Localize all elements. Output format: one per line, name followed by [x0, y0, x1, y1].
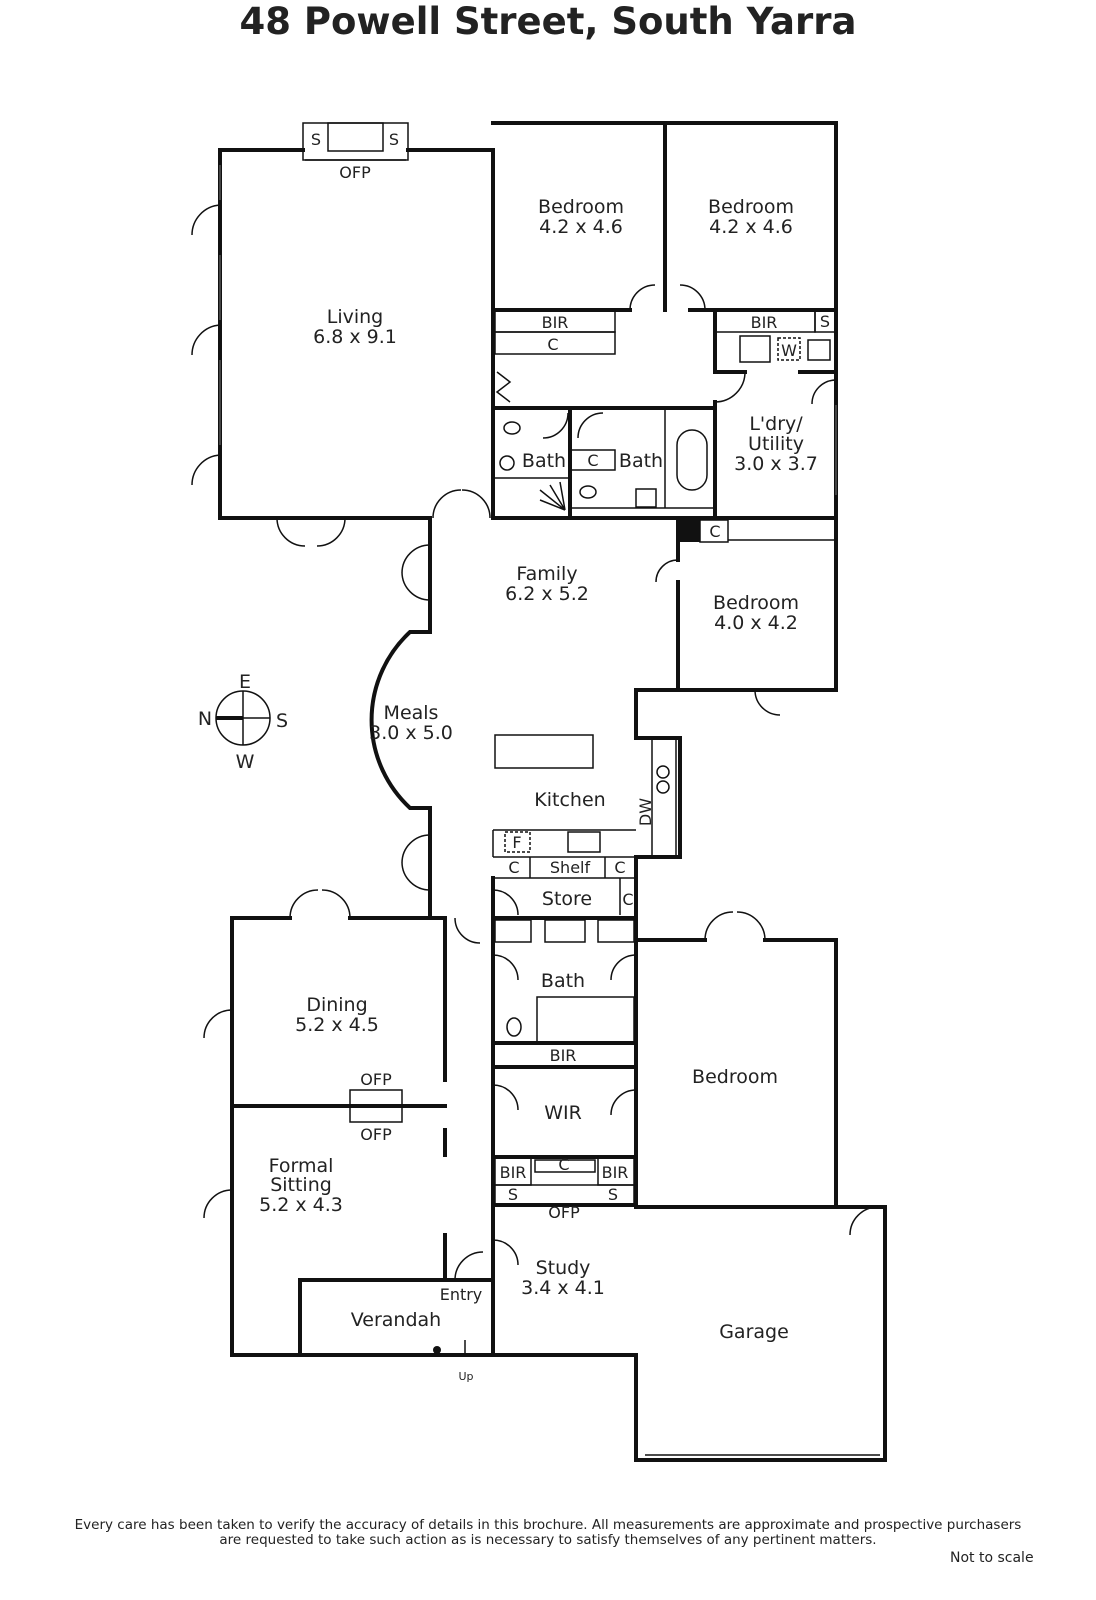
- bir-label: BIR: [751, 313, 778, 332]
- walls-bedroom-garage: [634, 911, 887, 1462]
- scale-note: Not to scale: [950, 1550, 1034, 1566]
- bir-label: BIR: [542, 313, 569, 332]
- store-label: Store: [542, 888, 592, 910]
- up-label: Up: [458, 1370, 473, 1383]
- cupboard-label: C: [558, 1155, 569, 1174]
- compass-e: E: [239, 671, 251, 693]
- cupboard-label: C: [587, 451, 598, 470]
- compass: N E S W: [198, 671, 288, 773]
- formal-label: Formal: [269, 1155, 334, 1177]
- walls-family-kitchen: [369, 516, 838, 942]
- storage-label: S: [389, 130, 399, 149]
- bath2-label: Bath: [619, 450, 663, 472]
- room-labels: Living 6.8 x 9.1 Bedroom 4.2 x 4.6 Bedro…: [259, 196, 818, 1343]
- fireplace-label: OFP: [360, 1125, 392, 1144]
- bath3-label: Bath: [541, 970, 585, 992]
- shelf-label: Shelf: [550, 858, 591, 877]
- bedroom1-size: 4.2 x 4.6: [539, 216, 623, 238]
- laundry-label-2: Utility: [748, 433, 804, 455]
- bedroom2-label: Bedroom: [708, 196, 794, 218]
- bir-label: BIR: [602, 1163, 629, 1182]
- bir-label: BIR: [500, 1163, 527, 1182]
- walls-dining-formal: [203, 889, 492, 1357]
- entry-label: Entry: [440, 1285, 483, 1304]
- cupboard-label: C: [508, 858, 519, 877]
- fireplace-label: OFP: [339, 163, 371, 182]
- disclaimer-line-2: are requested to take such action as is …: [219, 1532, 877, 1548]
- meals-size: 3.0 x 5.0: [369, 722, 453, 744]
- walls-bedrooms: [491, 121, 838, 692]
- wir-label: WIR: [544, 1102, 582, 1124]
- cupboard-label: C: [709, 522, 720, 541]
- cupboard-label: C: [622, 890, 633, 909]
- fixture-labels: S S OFP BIR C BIR S W C C F DW C Shelf C…: [311, 130, 830, 1383]
- garage-label: Garage: [719, 1321, 789, 1343]
- cupboard-label: C: [614, 858, 625, 877]
- property-title: 48 Powell Street, South Yarra: [239, 0, 857, 43]
- compass-s: S: [276, 710, 288, 732]
- bedroom3-label: Bedroom: [713, 592, 799, 614]
- fireplace-label: OFP: [360, 1070, 392, 1089]
- storage-label: S: [608, 1185, 618, 1204]
- compass-n: N: [198, 708, 212, 730]
- walls-baths: [491, 371, 837, 520]
- living-size: 6.8 x 9.1: [313, 326, 397, 348]
- disclaimer: Every care has been taken to verify the …: [0, 1518, 1096, 1548]
- fireplace-label: OFP: [548, 1203, 580, 1222]
- study-label: Study: [536, 1257, 591, 1279]
- family-label: Family: [516, 563, 577, 585]
- verandah-label: Verandah: [351, 1309, 441, 1331]
- bir-label: BIR: [550, 1046, 577, 1065]
- bedroom2-size: 4.2 x 4.6: [709, 216, 793, 238]
- laundry-label: L'dry/: [749, 413, 803, 435]
- walls-center: [491, 916, 638, 1462]
- bedroom3-size: 4.0 x 4.2: [714, 612, 798, 634]
- living-label: Living: [327, 306, 384, 328]
- study-size: 3.4 x 4.1: [521, 1277, 605, 1299]
- storage-label: S: [311, 130, 321, 149]
- dining-size: 5.2 x 4.5: [295, 1014, 379, 1036]
- laundry-size: 3.0 x 3.7: [734, 453, 818, 475]
- family-size: 6.2 x 5.2: [505, 583, 589, 605]
- compass-w: W: [236, 751, 255, 773]
- bedroom1-label: Bedroom: [538, 196, 624, 218]
- dining-label: Dining: [306, 994, 367, 1016]
- storage-label: S: [508, 1185, 518, 1204]
- walls-living: [191, 122, 495, 547]
- washer-label: W: [781, 341, 797, 360]
- cupboard-label: C: [547, 335, 558, 354]
- kitchen-label: Kitchen: [534, 789, 605, 811]
- bath1-label: Bath: [522, 450, 566, 472]
- formal-label-2: Sitting: [270, 1174, 332, 1196]
- bedroom4-label: Bedroom: [692, 1066, 778, 1088]
- disclaimer-line-1: Every care has been taken to verify the …: [74, 1517, 1022, 1533]
- formal-size: 5.2 x 4.3: [259, 1194, 343, 1216]
- storage-label: S: [820, 312, 830, 331]
- dishwasher-label: DW: [636, 798, 655, 826]
- fridge-label: F: [512, 833, 521, 852]
- meals-label: Meals: [384, 702, 439, 724]
